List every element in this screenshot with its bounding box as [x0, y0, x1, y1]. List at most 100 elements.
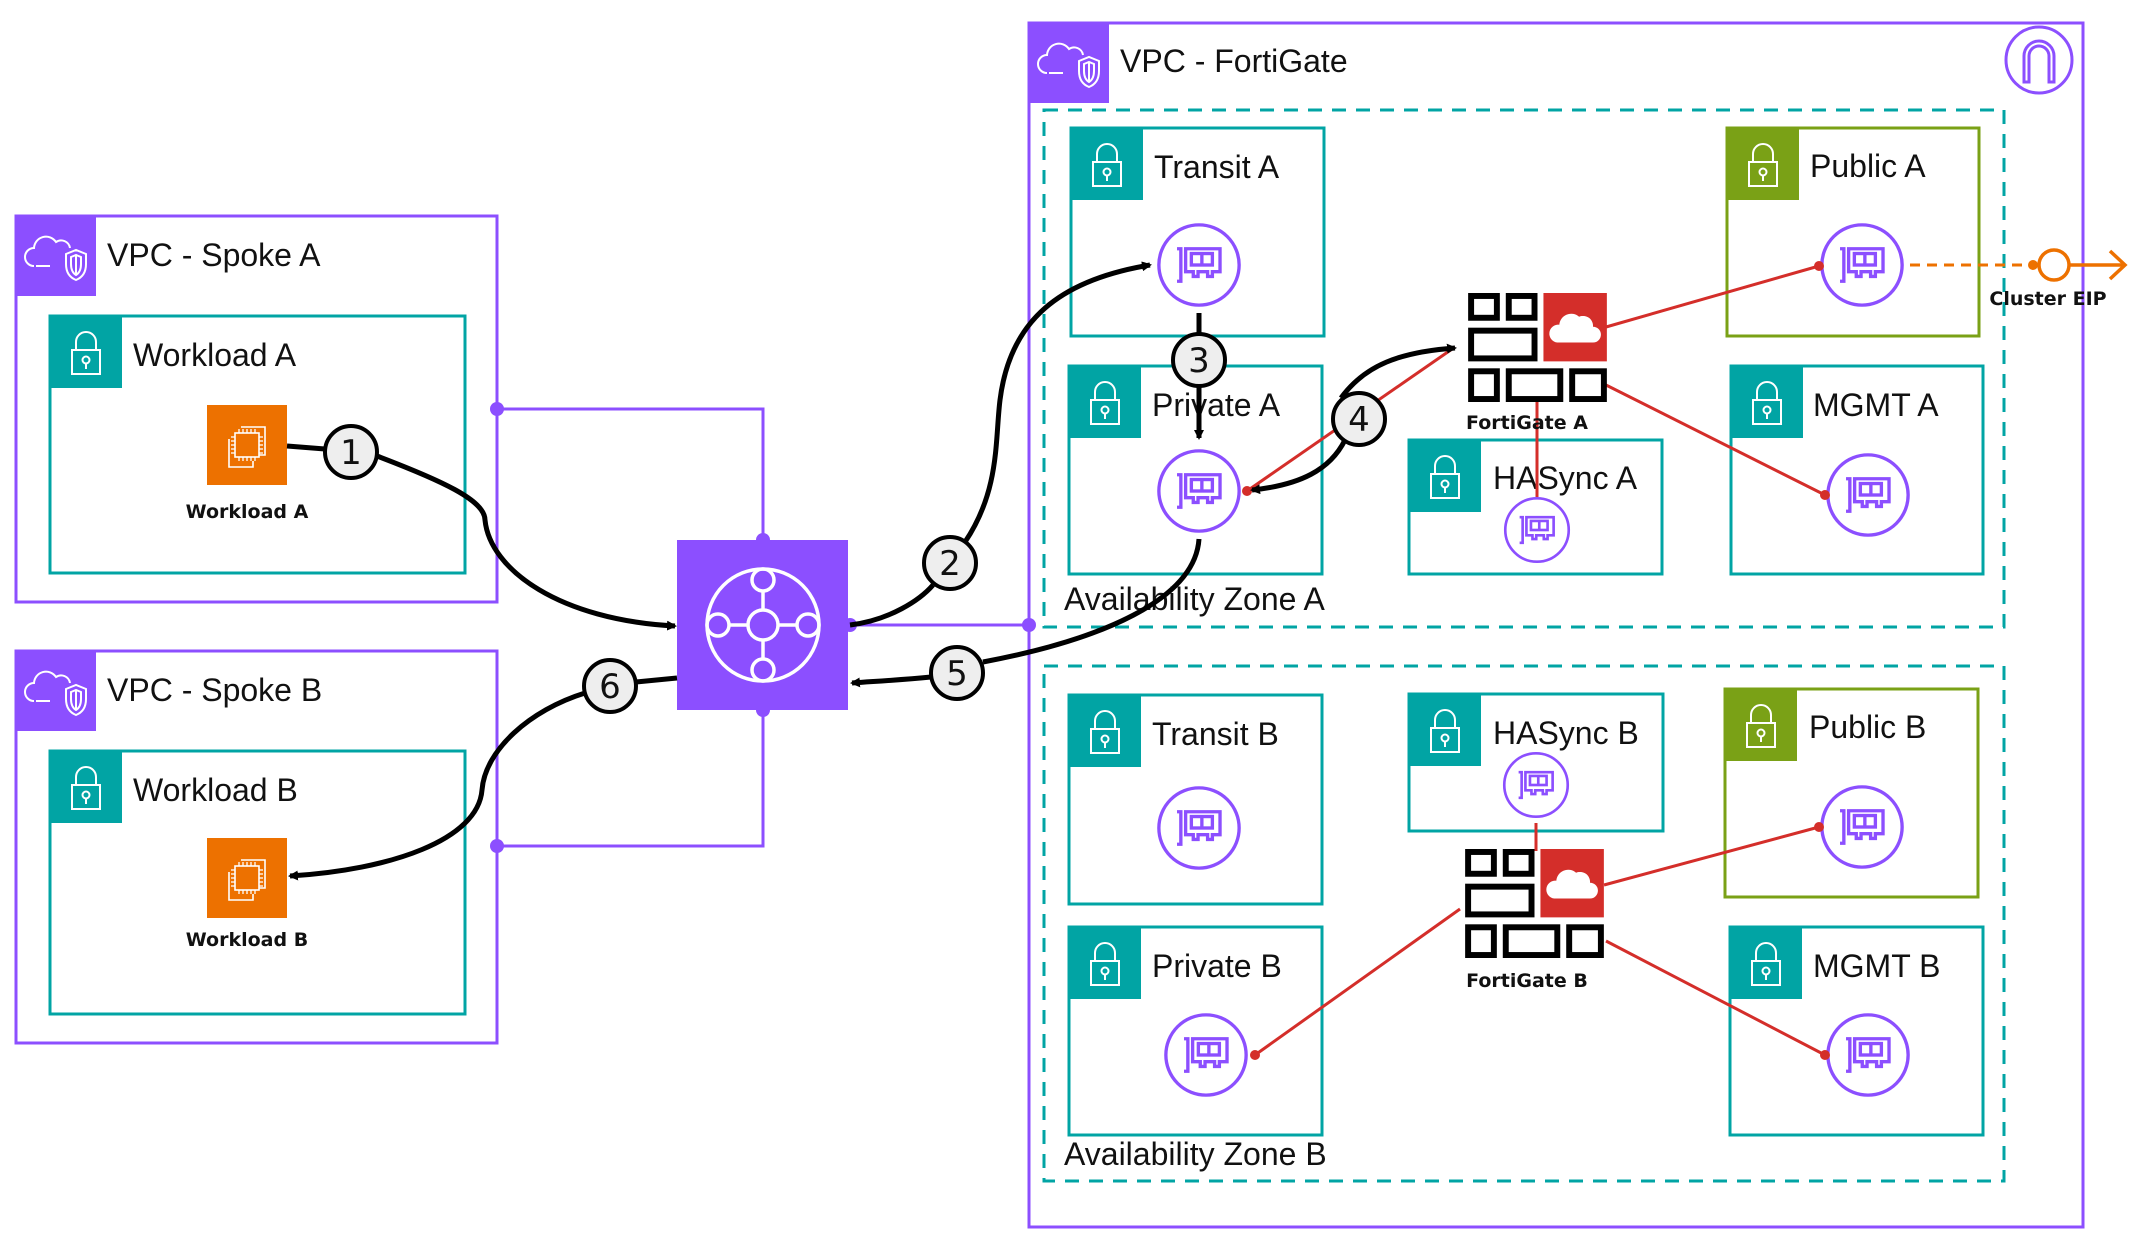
vpc-spoke-a: VPC - Spoke A Workload A Workload A: [14, 214, 499, 604]
link-endpoint-dot: [1814, 822, 1824, 832]
subnet-lock-icon: [50, 316, 122, 388]
link-endpoint-dot: [1820, 1050, 1830, 1060]
fortigate-icon[interactable]: [1468, 849, 1604, 955]
transit-gateway[interactable]: [677, 540, 848, 710]
az-a-label: Availability Zone A: [1064, 581, 1326, 617]
link-endpoint-dot: [1820, 490, 1830, 500]
step-circle: [1331, 391, 1387, 447]
flow-step-3: 3: [1171, 332, 1227, 388]
flow-step-1: 1: [323, 424, 379, 480]
ec2-instances-icon[interactable]: [207, 405, 287, 485]
subnet-transit-a: Transit A: [1069, 126, 1326, 338]
network-interface-icon[interactable]: [1820, 785, 1904, 869]
subnet-lock-icon: [1069, 927, 1141, 999]
subnet-hasync-a-title: HASync A: [1493, 460, 1638, 496]
subnet-public-a-border: [1725, 126, 1981, 338]
cluster-eip-label: Cluster EIP: [1989, 288, 2106, 310]
step-number: 4: [1348, 400, 1370, 440]
flow-arrow-1: [286, 443, 675, 626]
subnet-lock-icon: [1409, 440, 1481, 512]
flow-arrow-5: [852, 538, 1202, 683]
transit-gateway-icon: [705, 567, 821, 683]
network-interface-icon[interactable]: [1826, 453, 1910, 537]
subnet-private-a: Private A: [1067, 364, 1324, 576]
link-endpoint-dot: [1814, 261, 1824, 271]
step-number: 5: [946, 654, 968, 694]
attachment-dot: [490, 402, 504, 416]
network-interface-icon[interactable]: [1164, 1013, 1248, 1097]
flow-step-2: 2: [922, 535, 978, 591]
subnet-mgmt-b-title: MGMT B: [1813, 948, 1940, 984]
subnet-workload-a: Workload A Workload A: [48, 314, 467, 575]
step-circle: [323, 424, 379, 480]
subnet-workload-b-title: Workload B: [133, 772, 298, 808]
subnet-private-b-border: [1067, 925, 1324, 1137]
vpc-spoke-b: VPC - Spoke B Workload B Workload B: [14, 649, 499, 1045]
attachment-line-spoke-a: [497, 407, 765, 540]
elastic-ip-icon[interactable]: [2037, 248, 2071, 282]
flow-step-5: 5: [929, 645, 985, 701]
cluster-eip[interactable]: Cluster EIP: [1910, 248, 2128, 310]
subnet-public-b-border: [1723, 687, 1980, 899]
network-interface-icon[interactable]: [1826, 1013, 1910, 1097]
subnet-workload-a-border: [48, 314, 467, 575]
step-circle: [922, 535, 978, 591]
subnet-workload-b: Workload B Workload B: [48, 749, 467, 1016]
link-endpoint-dot: [2028, 260, 2038, 270]
subnet-hasync-b-title: HASync B: [1493, 715, 1639, 751]
network-interface-icon[interactable]: [1503, 496, 1571, 564]
network-interface-icon[interactable]: [1157, 449, 1241, 533]
link-endpoint-dot: [1250, 1050, 1260, 1060]
subnet-private-b: Private B: [1067, 925, 1324, 1137]
az-b-label: Availability Zone B: [1064, 1136, 1327, 1172]
fortigate-a[interactable]: FortiGate A: [1466, 293, 1607, 434]
flow-arrow-4-return: [1250, 438, 1348, 495]
link-fortigate-a-public: [1605, 264, 1820, 329]
network-interface-icon[interactable]: [1157, 223, 1241, 307]
link-endpoint-dot: [1242, 486, 1252, 496]
network-interface-icon[interactable]: [1157, 786, 1241, 870]
fortigate-a-label: FortiGate A: [1466, 412, 1588, 434]
subnet-private-b-title: Private B: [1152, 948, 1282, 984]
subnet-lock-icon: [1069, 366, 1141, 438]
vpc-icon: [16, 651, 96, 731]
az-b-border: [1042, 664, 2006, 1183]
flow-arrow-4-out: [1338, 343, 1457, 400]
network-interface-icon[interactable]: [1820, 223, 1904, 307]
link-fortigate-b-private: [1254, 907, 1461, 1057]
link-fortigate-b-mgmt: [1605, 939, 1826, 1057]
step-number: 2: [939, 544, 961, 584]
transit-gateway-box[interactable]: [677, 540, 848, 710]
ec2-instances-icon[interactable]: [207, 838, 287, 918]
link-fortigate-a-mgmt: [1605, 383, 1826, 497]
flow-step-4: 4: [1331, 391, 1387, 447]
vpc-fortigate: VPC - FortiGate Availability Zone A Tran…: [1027, 21, 2128, 1229]
vpc-spoke-a-title: VPC - Spoke A: [107, 237, 321, 273]
subnet-workload-a-title: Workload A: [133, 337, 297, 373]
network-interface-icon[interactable]: [1502, 751, 1570, 819]
subnet-public-b: Public B: [1723, 687, 1980, 899]
subnet-lock-icon: [1071, 128, 1143, 200]
subnet-mgmt-a: MGMT A: [1729, 364, 1985, 576]
subnet-mgmt-b-border: [1728, 925, 1985, 1137]
workload-a-label: Workload A: [186, 501, 309, 523]
internet-gateway-icon[interactable]: [2004, 25, 2074, 95]
vpc-fortigate-title: VPC - FortiGate: [1120, 43, 1348, 79]
az-a-border: [1042, 108, 2006, 629]
workload-b-label: Workload B: [186, 929, 308, 951]
vpc-spoke-b-title: VPC - Spoke B: [107, 672, 322, 708]
subnet-private-a-title: Private A: [1152, 387, 1281, 423]
fortigate-b[interactable]: FortiGate B: [1466, 849, 1604, 992]
subnet-hasync-a: HASync A: [1407, 438, 1664, 576]
subnet-public-a: Public A: [1725, 126, 1981, 338]
flow-arrow-2: [849, 265, 1150, 628]
flow-arrow-6: [290, 675, 678, 876]
subnet-lock-icon: [1069, 695, 1141, 767]
arrow-right-icon: [2108, 249, 2128, 281]
subnet-hasync-b: HASync B: [1407, 692, 1665, 833]
subnet-lock-icon: [1727, 128, 1799, 200]
availability-zone-b: Availability Zone B Transit B HASync B P…: [1042, 664, 2006, 1183]
fortigate-b-label: FortiGate B: [1466, 970, 1588, 992]
vpc-icon: [16, 216, 96, 296]
fortigate-icon[interactable]: [1471, 293, 1607, 399]
